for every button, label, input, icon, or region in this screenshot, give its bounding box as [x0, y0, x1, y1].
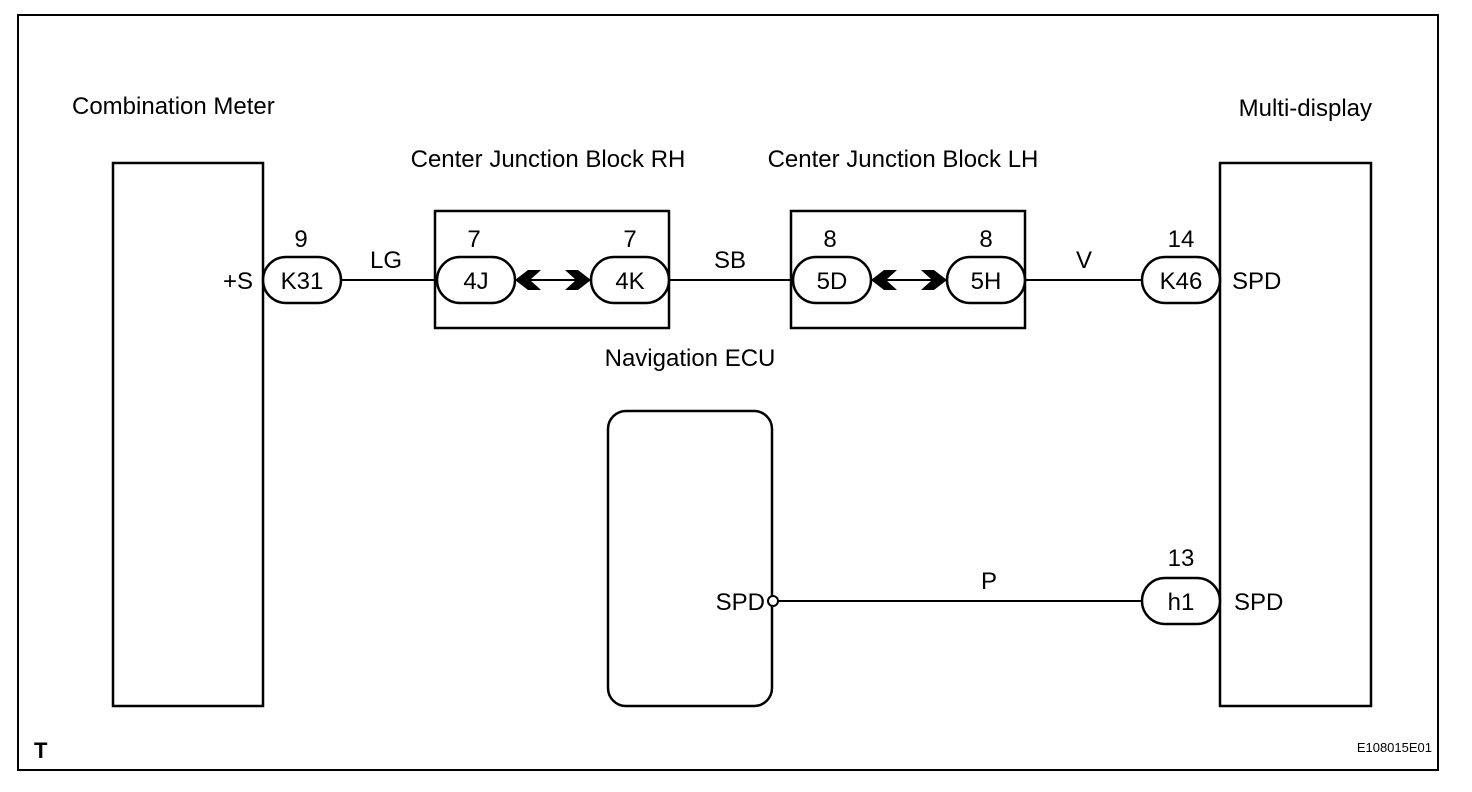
cjb-lh-left-chevron-icon	[871, 270, 897, 290]
connector-h1	[1140, 576, 1222, 626]
pin-5d: 8	[823, 226, 836, 253]
connector-k46-code: K46	[1160, 268, 1203, 295]
pin-h1: 13	[1168, 545, 1195, 572]
pin-4j: 7	[467, 226, 480, 253]
connector-5h-code: 5H	[971, 268, 1002, 295]
navigation-ecu-box	[606, 409, 774, 708]
multi-display-box	[1218, 161, 1373, 708]
pin-5h: 8	[979, 226, 992, 253]
terminal-nav-spd: SPD	[716, 589, 765, 616]
connector-4j	[435, 255, 517, 305]
pin-k46: 14	[1168, 226, 1195, 253]
cjb-lh-title: Center Junction Block LH	[768, 146, 1039, 173]
combination-meter-box	[111, 161, 265, 708]
connector-4j-code: 4J	[463, 268, 488, 295]
connector-k46	[1140, 255, 1222, 305]
connector-5d	[791, 255, 873, 305]
connector-h1-code: h1	[1168, 589, 1195, 616]
combination-meter-title: Combination Meter	[72, 93, 275, 120]
cjb-rh-right-chevron-icon	[565, 270, 591, 290]
cjb-rh-left-chevron-icon	[515, 270, 541, 290]
connector-5d-code: 5D	[817, 268, 848, 295]
figure-id: E108015E01	[1357, 740, 1432, 755]
connector-5h	[945, 255, 1027, 305]
pin-k31: 9	[294, 226, 307, 253]
diagram-frame	[17, 14, 1439, 771]
terminal-display-spd-bottom: SPD	[1234, 589, 1283, 616]
wire-sb-label: SB	[714, 247, 746, 274]
connector-4k-code: 4K	[615, 268, 644, 295]
connector-4k	[589, 255, 671, 305]
wire-v-label: V	[1076, 247, 1092, 274]
corner-mark: T	[34, 738, 48, 763]
navigation-ecu-title: Navigation ECU	[605, 345, 776, 372]
nav-spd-terminal-node	[767, 595, 779, 607]
terminal-display-spd-top: SPD	[1232, 268, 1281, 295]
wire-lg-label: LG	[370, 247, 402, 274]
terminal-meter-plus-s: +S	[223, 268, 253, 295]
connector-k31	[261, 255, 343, 305]
connector-k31-code: K31	[281, 268, 324, 295]
wire-p-label: P	[981, 568, 997, 595]
cjb-rh-title: Center Junction Block RH	[411, 146, 686, 173]
cjb-lh-right-chevron-icon	[921, 270, 947, 290]
multi-display-title: Multi-display	[1239, 95, 1372, 122]
pin-4k: 7	[623, 226, 636, 253]
